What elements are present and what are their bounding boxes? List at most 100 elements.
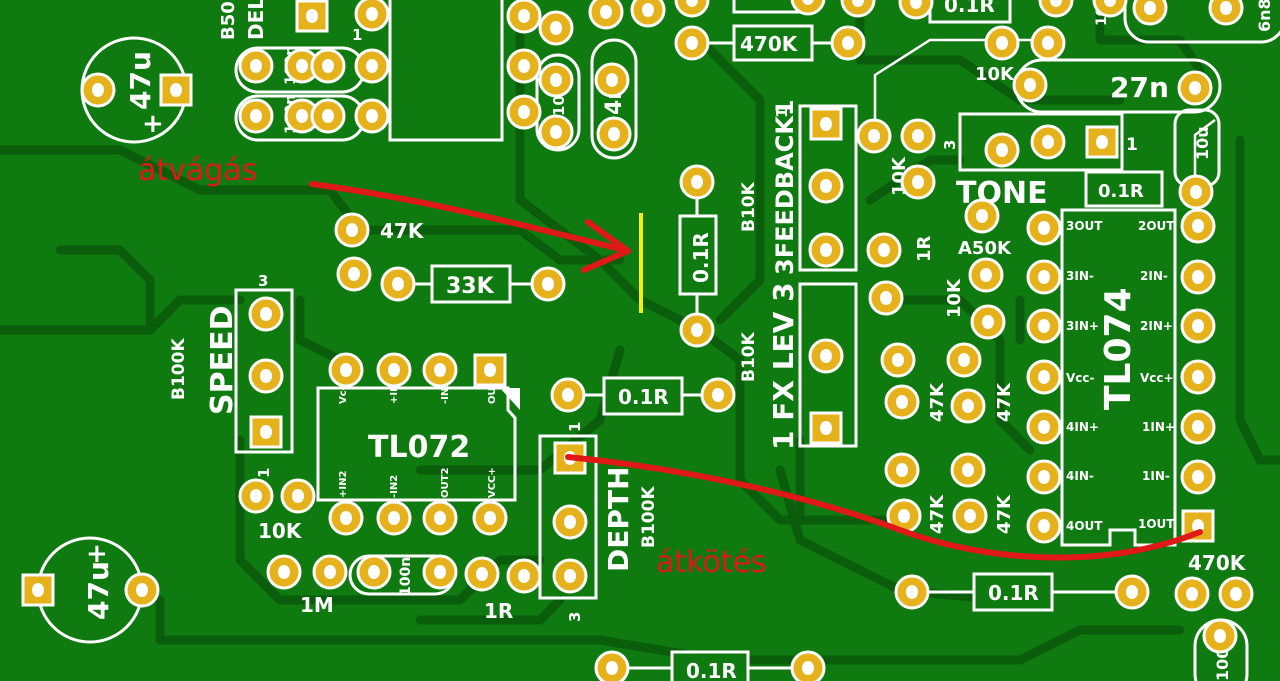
resistor-0-1r-mid: 0.1R <box>568 376 718 416</box>
round-pad <box>506 0 542 34</box>
tl074-pin-1in-plus: 1IN+ <box>1142 420 1175 434</box>
label-a50k: A50K <box>958 238 1012 259</box>
round-pad <box>700 377 736 413</box>
round-pad <box>376 352 412 388</box>
round-pad <box>80 72 116 108</box>
round-pad <box>1178 174 1214 210</box>
round-pad <box>790 0 826 16</box>
cap-6n8-label: 6n8 <box>1255 0 1274 32</box>
round-pad <box>506 48 542 84</box>
round-pad <box>238 98 274 134</box>
round-pad <box>894 574 930 610</box>
round-pad <box>1012 67 1048 103</box>
square-pad <box>473 353 507 387</box>
speed-pot-pin-3: 3 <box>258 272 268 290</box>
round-pad <box>124 572 160 608</box>
label-47k-c: 47K <box>927 494 948 534</box>
round-pad <box>538 62 574 98</box>
tl074-pin-3in-plus: 3IN+ <box>1066 319 1099 333</box>
label-10k-left: 10K <box>258 519 303 543</box>
tl072-top-pin-labels: Vcc- +IN1 -IN1 OUT1 <box>338 374 498 404</box>
round-pad <box>284 98 320 134</box>
label-47k-a: 47K <box>927 382 948 422</box>
round-pad <box>1174 576 1210 612</box>
round-pad <box>284 48 320 84</box>
square-pad <box>295 0 329 33</box>
round-pad <box>1202 618 1238 654</box>
round-pad <box>1092 0 1128 18</box>
round-pad <box>552 558 588 594</box>
tone-pot-pin-3: 3 <box>941 140 959 150</box>
fx-lev-pot-title: 1 FX LEV 3 <box>767 282 800 450</box>
resistor-0-1r-tone-label: 0.1R <box>1098 181 1144 202</box>
annotations: átvágás átkötés <box>138 153 1203 580</box>
round-pad <box>356 554 392 590</box>
round-pad <box>1038 0 1074 18</box>
round-pad <box>310 98 346 134</box>
resistor-0-1r-bottom-right: 0.1R <box>912 572 1132 612</box>
resistor-33k: 33K <box>398 264 545 304</box>
tl074-right-pin-labels: 2OUT 2IN- 2IN+ Vcc+ 1IN+ 1IN- 1OUT <box>1138 219 1175 531</box>
round-pad <box>464 556 500 592</box>
resistor-0-1r-mid-label: 0.1R <box>618 385 669 409</box>
round-pad <box>1026 308 1062 344</box>
tl074-pin-vcc-minus: Vcc- <box>1066 371 1095 385</box>
round-pad <box>884 452 920 488</box>
depth-pot-pin-1: 1 <box>566 422 584 432</box>
tone-pot: 3 1 TONE <box>941 112 1138 211</box>
tl072-pin-vcc-plus: VCC+ <box>487 467 498 498</box>
round-pad <box>1030 25 1066 61</box>
speed-pot: 3 1 SPEED B100K <box>169 272 294 478</box>
tl072-pin-in2-plus: +IN2 <box>338 471 349 498</box>
depth-pot-pin-3: 3 <box>566 612 584 622</box>
round-pad <box>1180 409 1216 445</box>
round-pad <box>808 338 844 374</box>
round-pad <box>248 296 284 332</box>
round-pad <box>552 504 588 540</box>
tl074-pin-4in-plus: 4IN+ <box>1066 420 1099 434</box>
round-pad <box>674 25 710 61</box>
round-pad <box>790 650 826 681</box>
round-pad <box>596 116 632 152</box>
round-pad <box>1132 0 1168 26</box>
round-pad <box>840 0 876 18</box>
round-pad <box>1030 124 1066 160</box>
tl072-pin-vcc-minus: Vcc- <box>338 380 349 404</box>
round-pad <box>354 48 390 84</box>
round-pad <box>830 25 866 61</box>
round-pad <box>506 558 542 594</box>
square-pad <box>809 411 843 445</box>
round-pad <box>376 500 412 536</box>
tl074-left-pin-labels: 3OUT 3IN- 3IN+ Vcc- 4IN+ 4IN- 4OUT <box>1066 219 1103 533</box>
round-pad <box>1208 0 1244 26</box>
label-pin1-top: 1 <box>352 26 362 44</box>
feedback-pot-title: 3FEEDBACK1 <box>771 99 799 275</box>
round-pad <box>588 0 624 30</box>
round-pad <box>594 62 630 98</box>
label-10k-right: 10K <box>944 278 965 318</box>
round-pad <box>530 266 566 302</box>
round-pad <box>238 478 274 514</box>
round-pad <box>266 554 302 590</box>
cap-47u-top-label: 47u <box>124 51 157 110</box>
round-pad <box>674 0 710 18</box>
round-pad <box>1026 210 1062 246</box>
round-pad <box>238 48 274 84</box>
tl072-pin-in1-plus: +IN1 <box>389 377 400 404</box>
square-pad <box>1085 125 1119 159</box>
tl072-pin-out1: OUT1 <box>487 374 498 404</box>
round-pad <box>946 342 982 378</box>
square-pad <box>21 573 55 607</box>
round-pad <box>1180 208 1216 244</box>
round-pad <box>868 280 904 316</box>
tl072-pin-out2: OUT2 <box>440 468 451 498</box>
round-pad <box>328 352 364 388</box>
round-pad <box>900 164 936 200</box>
resistor-0-1r-tone: 0.1R <box>1084 170 1164 208</box>
tl072-chip: TL072 Vcc- +IN1 -IN1 OUT1 +IN2 -IN2 OUT2… <box>316 374 520 502</box>
tl074-pin-vcc-plus: Vcc+ <box>1140 371 1174 385</box>
round-pad <box>334 212 370 248</box>
label-47k-left: 47K <box>380 219 425 243</box>
round-pad <box>550 377 586 413</box>
